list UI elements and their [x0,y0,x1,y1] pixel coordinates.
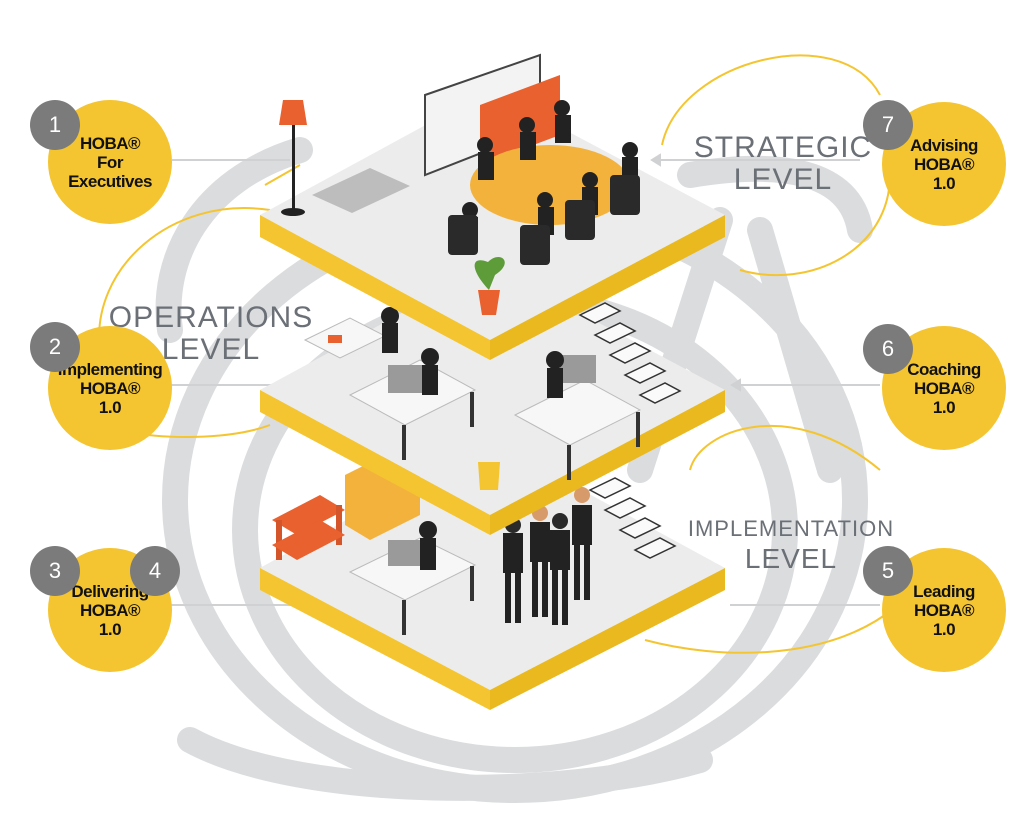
node-label: Delivering HOBA® 1.0 [71,581,149,639]
badge-number: 4 [148,558,162,583]
node-label: Advising HOBA® 1.0 [910,136,978,193]
node-label: Leading HOBA® 1.0 [913,582,975,639]
node-label: Coaching HOBA® 1.0 [907,359,981,417]
node-label-line1: Implementing [57,359,163,379]
node-implementing-hoba[interactable]: Implementing HOBA® 1.0 [48,326,172,450]
floor-implementation [260,440,725,710]
floor-strategic [260,53,725,360]
node-label-line3: 1.0 [98,619,122,639]
node-label-line3: 1.0 [932,173,956,193]
node-label-line3: 1.0 [98,397,122,417]
badge-number: 6 [881,336,895,361]
operations-level-label: OPERATIONS LEVEL [100,302,322,366]
node-label-line3: 1.0 [932,619,956,639]
level-label-line1: IMPLEMENTATION [687,516,895,541]
node-number-badge: 2 [30,322,80,372]
implementation-level-label: IMPLEMENTATION LEVEL [680,514,902,574]
badge-number: 2 [48,334,62,359]
floor-operations [260,265,725,535]
node-label-line1: Delivering [71,581,149,601]
node-number-badge: 6 [863,324,913,374]
node-number-badge: 3 [30,546,80,596]
node-label-line2: HOBA® [913,378,975,398]
node-number-badge-secondary: 4 [130,546,180,596]
badge-number: 7 [881,112,895,137]
level-label-line2: LEVEL [733,163,833,196]
level-label-line1: STRATEGIC [693,131,873,164]
node-label-line2: HOBA® [913,154,975,174]
node-label-line3: 1.0 [932,397,956,417]
node-label: HOBA® For Executives [68,134,152,191]
node-number-badge: 1 [30,100,80,150]
level-label-line2: LEVEL [744,543,838,574]
node-label-line1: HOBA® [79,133,141,153]
level-label-line1: OPERATIONS [108,301,314,334]
node-number-badge: 7 [863,100,913,150]
node-label-line1: Coaching [907,359,981,379]
badge-number: 5 [881,558,895,583]
node-label-line2: HOBA® [913,600,975,620]
node-label-line2: HOBA® [79,378,141,398]
node-label-line2: For [97,152,123,172]
level-label-line2: LEVEL [161,333,261,366]
node-label-line2: HOBA® [79,600,141,620]
badge-number: 1 [48,112,62,137]
node-number-badge: 5 [863,546,913,596]
node-label: Implementing HOBA® 1.0 [58,360,163,417]
strategic-level-label: STRATEGIC LEVEL [693,132,873,196]
node-label-line1: Advising [910,135,978,155]
node-label-line3: Executives [68,171,152,191]
node-label-line1: Leading [913,581,975,601]
badge-number: 3 [48,558,62,583]
